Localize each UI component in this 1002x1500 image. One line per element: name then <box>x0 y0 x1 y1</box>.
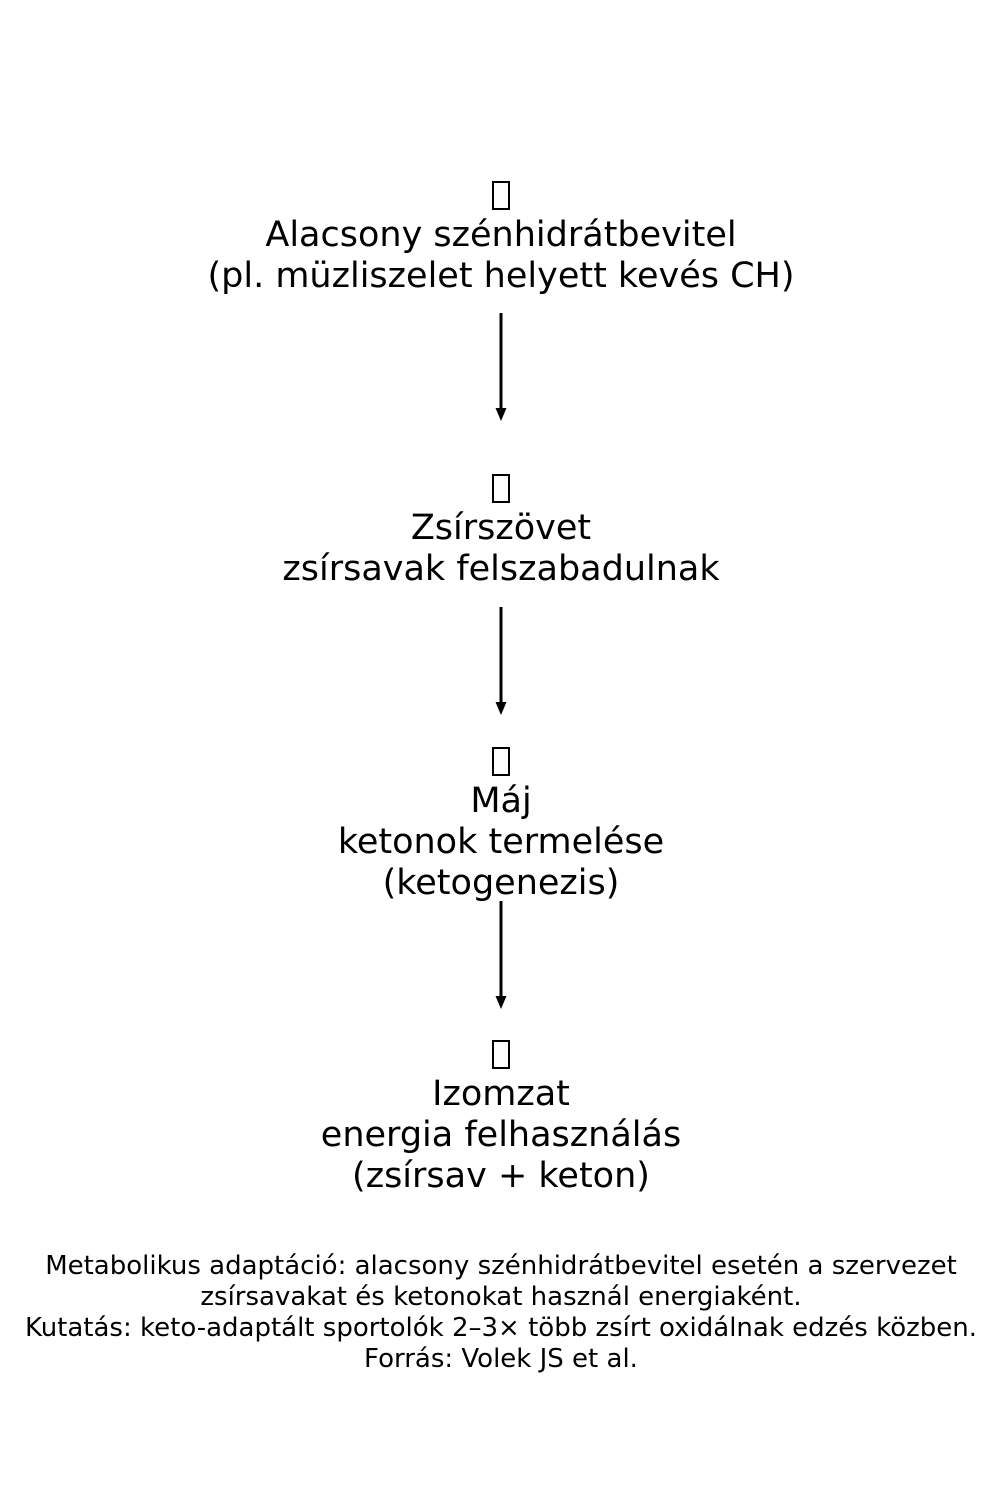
low-carb-intake-icon-line <box>0 174 1002 215</box>
caption-adaptation-line-continued: zsírsavakat és ketonokat használ energia… <box>200 1282 802 1312</box>
arrow-head <box>495 408 507 421</box>
liver-node: Máj ketonok termelése (ketogenezis) <box>0 740 1002 904</box>
missing-glyph-icon <box>492 181 510 210</box>
arrow-liver-to-muscle <box>495 901 507 1009</box>
fatty-acid-release-label: zsírsavak felszabadulnak <box>282 549 720 589</box>
ketone-production-label: ketonok termelése <box>337 822 665 862</box>
adipose-tissue-node: Zsírszövet zsírsavak felszabadulnak <box>0 467 1002 590</box>
muscle-icon-line <box>0 1033 1002 1074</box>
arrow-adipose-to-liver <box>495 607 507 715</box>
arrow-intake-to-adipose <box>495 313 507 421</box>
arrow-head <box>495 996 507 1009</box>
adipose-tissue-label: Zsírszövet <box>410 508 592 548</box>
missing-glyph-icon <box>492 474 510 503</box>
missing-glyph-icon <box>492 1040 510 1069</box>
liver-icon-line <box>0 740 1002 781</box>
caption: Metabolikus adaptáció: alacsony szénhidr… <box>0 1251 1002 1375</box>
low-carb-intake-node: Alacsony szénhidrátbevitel (pl. müzlisze… <box>0 174 1002 297</box>
low-carb-intake-example: (pl. müzliszelet helyett kevés CH) <box>207 256 795 296</box>
low-carb-intake-label: Alacsony szénhidrátbevitel <box>265 215 737 255</box>
liver-label: Máj <box>470 781 532 821</box>
caption-adaptation-line: Metabolikus adaptáció: alacsony szénhidr… <box>45 1251 957 1281</box>
muscle-node: Izomzat energia felhasználás (zsírsav + … <box>0 1033 1002 1197</box>
missing-glyph-icon <box>492 747 510 776</box>
fuel-sources-label: (zsírsav + keton) <box>352 1156 650 1196</box>
adipose-tissue-icon-line <box>0 467 1002 508</box>
energy-use-label: energia felhasználás <box>320 1115 682 1155</box>
caption-research-line: Kutatás: keto-adaptált sportolók 2–3× tö… <box>24 1313 978 1343</box>
caption-source-line: Forrás: Volek JS et al. <box>364 1344 638 1374</box>
arrow-head <box>495 702 507 715</box>
muscle-label: Izomzat <box>432 1074 570 1114</box>
ketogenesis-label: (ketogenezis) <box>382 863 620 903</box>
